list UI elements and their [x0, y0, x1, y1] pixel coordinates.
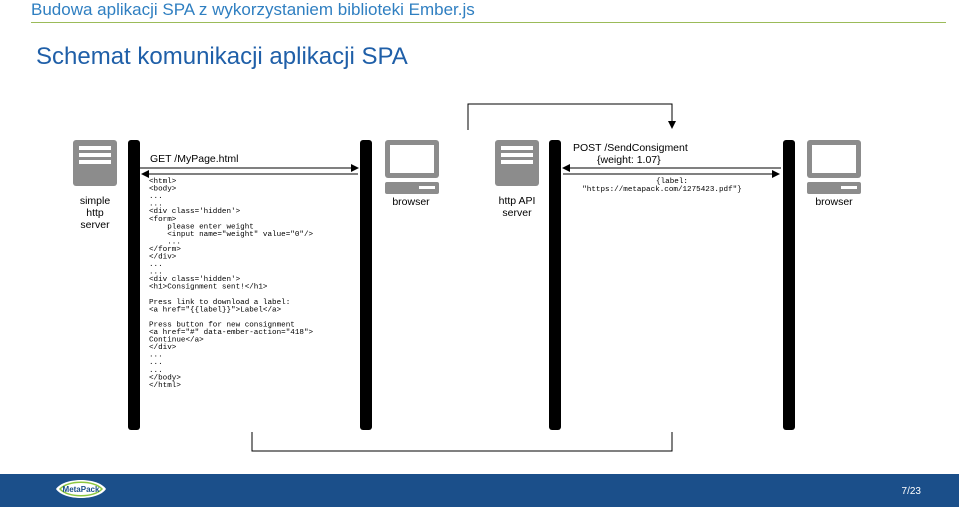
code-line: <div class='hidden'>	[149, 208, 241, 216]
left-server-label-1: simple	[80, 195, 111, 207]
right-browser-lifeline	[783, 140, 795, 430]
code-line: </body>	[149, 374, 181, 382]
code-line: </html>	[149, 382, 181, 390]
right-server-label-1: http API	[499, 195, 536, 207]
footer-bar	[0, 474, 959, 507]
communication-diagram: simple http server browser GET /MyPage.h…	[73, 103, 861, 452]
code-line: <a href="#" data-ember-action="418">	[149, 329, 313, 337]
code-line: ...	[149, 261, 163, 269]
code-line: Press link to download a label:	[149, 299, 290, 307]
code-line: </div>	[149, 344, 177, 352]
post-response-label-1: {label:	[656, 178, 688, 186]
slide-title: Schemat komunikacji aplikacji SPA	[36, 43, 408, 70]
post-request-label-1: POST /SendConsigment	[573, 142, 688, 154]
page-number: 7/23	[901, 486, 921, 497]
code-line: ...	[149, 201, 163, 209]
code-line: <h1>Consignment sent!</h1>	[149, 284, 268, 292]
code-line: <form>	[149, 216, 177, 224]
metapack-logo: MetaPack	[56, 480, 106, 498]
right-server-icon	[495, 140, 539, 186]
code-line: ...	[149, 238, 181, 246]
header-title: Budowa aplikacji SPA z wykorzystaniem bi…	[31, 0, 475, 19]
code-line: ...	[149, 367, 163, 375]
post-request-label-2: {weight: 1.07}	[597, 154, 661, 166]
code-line: </div>	[149, 254, 177, 262]
code-line: ...	[149, 193, 163, 201]
code-line: </form>	[149, 246, 181, 254]
code-line: Continue</a>	[149, 337, 204, 345]
left-browser-lifeline	[360, 140, 372, 430]
get-request-label: GET /MyPage.html	[150, 153, 239, 165]
left-server-icon	[73, 140, 117, 186]
left-server-label-2: http	[86, 207, 104, 219]
code-line: <body>	[149, 186, 177, 194]
right-browser-label: browser	[815, 196, 853, 208]
code-line: ...	[149, 352, 163, 360]
transition-connector-top	[467, 103, 676, 130]
code-line: <input name="weight" value="0"/>	[149, 231, 313, 239]
header-divider	[31, 22, 946, 23]
right-server-label-2: server	[502, 207, 532, 219]
transition-connector-bottom	[251, 432, 673, 452]
left-server-lifeline	[128, 140, 140, 430]
code-line: Press button for new consignment	[149, 321, 295, 329]
post-response-label-2: "https://metapack.com/1275423.pdf"}	[582, 186, 742, 194]
code-line: please enter weight	[149, 223, 254, 231]
code-line: ...	[149, 269, 163, 277]
html-code-block: <html><body>......<div class='hidden'><f…	[149, 178, 313, 390]
code-line: <div class='hidden'>	[149, 276, 241, 284]
right-server-lifeline	[549, 140, 561, 430]
right-browser-icon	[807, 140, 861, 194]
left-browser-icon	[385, 140, 439, 194]
svg-text:MetaPack: MetaPack	[63, 485, 100, 494]
left-browser-label: browser	[392, 196, 430, 208]
code-line: ...	[149, 359, 163, 367]
code-line: <a href="{{label}}">Label</a>	[149, 306, 282, 314]
left-server-label-3: server	[80, 219, 110, 231]
code-line: <html>	[149, 178, 177, 186]
